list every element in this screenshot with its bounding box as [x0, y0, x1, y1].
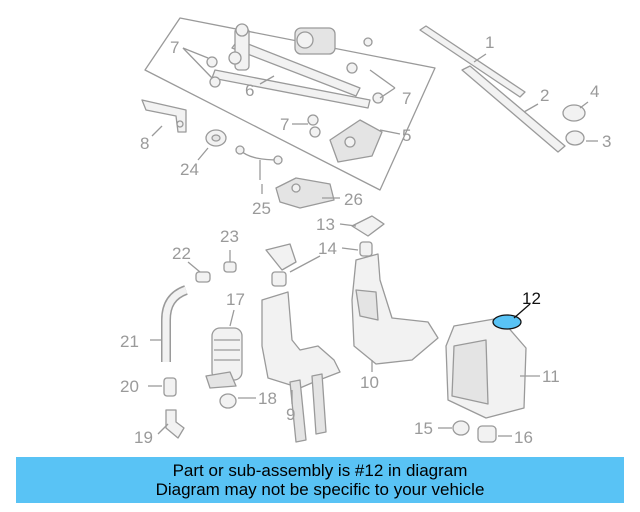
reservoir-10 [351, 253, 439, 372]
hose-21 [150, 285, 188, 362]
nut-3 [565, 130, 598, 146]
cap-4 [562, 101, 589, 122]
callout-4: 4 [590, 82, 599, 101]
callout-13: 13 [316, 215, 335, 234]
washer-nozzle-26 [275, 177, 340, 209]
filler-cap-12-highlighted [492, 303, 531, 330]
callout-10: 10 [360, 373, 379, 392]
callout-9: 9 [286, 405, 295, 424]
callout-23: 23 [220, 227, 239, 246]
callout-3: 3 [602, 132, 611, 151]
callout-21: 21 [120, 332, 139, 351]
bracket-8 [141, 99, 187, 137]
parts-diagram: 7 6 7 7 5 1 2 4 3 8 24 [120, 17, 611, 447]
callout-11: 11 [542, 367, 560, 386]
grommet-13 [339, 215, 385, 237]
fitting-22 [187, 261, 211, 283]
connector-20 [148, 377, 177, 397]
callout-8: 8 [140, 134, 149, 153]
grommet-15 [438, 420, 470, 436]
callout-25: 25 [252, 199, 271, 218]
banner-line-1: Part or sub-assembly is #12 in diagram [172, 461, 468, 480]
banner-line-2: Diagram may not be specific to your vehi… [155, 480, 485, 499]
callout-6: 6 [245, 81, 254, 100]
callout-14: 14 [318, 239, 337, 258]
wiper-blade [419, 25, 526, 98]
reservoir-11 [445, 317, 540, 419]
callout-2: 2 [540, 86, 549, 105]
callout-7b: 7 [402, 89, 411, 108]
callout-7a: 7 [170, 38, 179, 57]
callout-24: 24 [180, 160, 199, 179]
callout-5: 5 [402, 126, 411, 145]
callout-22: 22 [172, 244, 191, 263]
hose-connector-25 [235, 145, 283, 194]
callout-15: 15 [414, 419, 433, 438]
elbow-19 [157, 409, 185, 439]
grommet-14 [289, 241, 373, 273]
callout-1: 1 [485, 33, 494, 52]
callout-7c: 7 [280, 115, 289, 134]
callout-20: 20 [120, 377, 139, 396]
pump-16 [477, 425, 512, 443]
callout-26: 26 [344, 190, 363, 209]
wiper-arm [461, 65, 566, 153]
grommet-24 [197, 129, 227, 161]
callout-18: 18 [258, 389, 277, 408]
grommet-18 [219, 393, 256, 409]
part-info-banner: Part or sub-assembly is #12 in diagram D… [16, 457, 624, 503]
washer-pump-17 [205, 309, 243, 389]
wiper-linkage-assembly [144, 17, 436, 191]
callout-17: 17 [226, 290, 245, 309]
callout-12: 12 [522, 289, 541, 308]
callout-16: 16 [514, 428, 533, 447]
callout-19: 19 [134, 428, 153, 447]
fitting-23 [223, 250, 237, 273]
reservoir-9 [261, 243, 341, 443]
